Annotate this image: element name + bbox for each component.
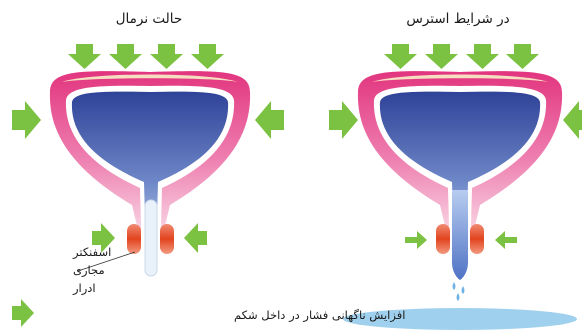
drop-icon — [457, 293, 460, 301]
urethra-leaking — [452, 190, 468, 280]
sphincter-label-line1: اسفنکتر — [72, 245, 111, 260]
legend-text: افزایش ناگهانی فشار در داخل شکم — [234, 308, 405, 323]
drop-icon — [462, 286, 465, 294]
arrow-right-icon — [329, 101, 358, 139]
sphincter-left — [436, 224, 450, 254]
sphincter-right — [160, 224, 174, 254]
arrow-left-icon — [255, 101, 284, 139]
stress-title: در شرایط استرس — [406, 11, 509, 27]
sphincter-left — [127, 224, 141, 254]
urethra-closed — [145, 200, 157, 276]
arrow-down-icon — [384, 44, 417, 69]
legend: افزایش ناگهانی فشار در داخل شکم — [12, 299, 405, 327]
green-arrow-icon — [12, 299, 34, 327]
sphincter-label-line2: مجاری — [73, 263, 105, 278]
arrow-down-icon — [150, 44, 183, 69]
drop-icon — [453, 282, 456, 290]
arrow-right-icon — [405, 231, 427, 249]
arrow-down-icon — [425, 44, 458, 69]
normal-title: حالت نرمال — [116, 11, 182, 27]
sphincter-label-line3: ادرار — [72, 281, 96, 296]
arrow-down-icon — [68, 44, 101, 69]
urine-drops — [453, 282, 465, 301]
stress-panel: در شرایط استرس — [329, 11, 582, 330]
arrow-down-icon — [506, 44, 539, 69]
top-pressure-arrows — [384, 44, 539, 69]
arrow-down-icon — [466, 44, 499, 69]
arrow-down-icon — [191, 44, 224, 69]
top-pressure-arrows — [68, 44, 224, 69]
arrow-down-icon — [109, 44, 142, 69]
sphincter-right — [470, 224, 484, 254]
normal-panel: حالت نرمال اسفنکتر مجاری ادرار — [12, 11, 284, 296]
arrow-left-icon — [495, 231, 517, 249]
arrow-left-icon — [563, 101, 582, 139]
arrow-right-icon — [12, 101, 41, 139]
arrow-left-icon — [184, 223, 207, 253]
